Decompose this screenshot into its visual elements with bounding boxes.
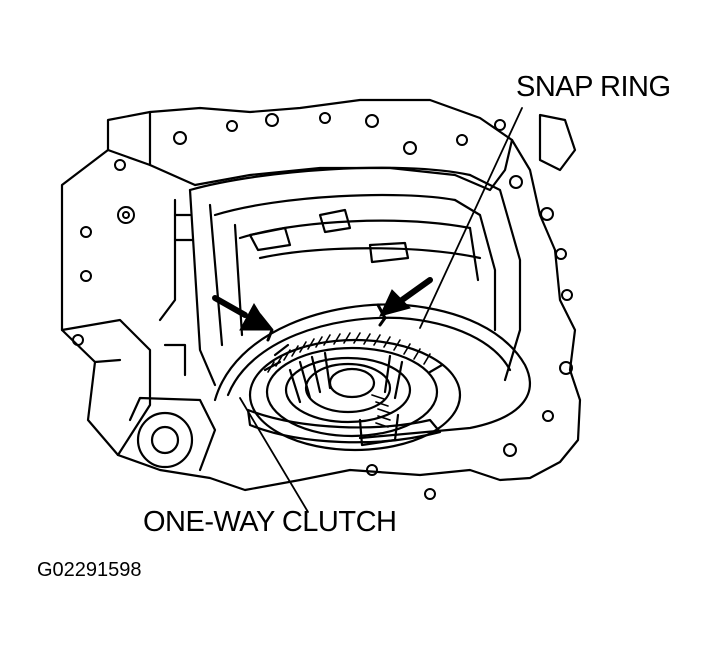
figure-id: G02291598	[37, 559, 142, 581]
clutch-sprag-teeth	[267, 332, 431, 428]
left-arrow-icon	[212, 295, 271, 331]
housing-outline	[60, 98, 582, 492]
drum-cavity	[158, 166, 522, 387]
one-way-clutch-label: ONE-WAY CLUTCH	[143, 506, 397, 538]
right-arrow-icon	[379, 277, 433, 317]
one-way-clutch-leader	[239, 397, 309, 513]
housing-edge	[106, 148, 152, 167]
snap-ring-label: SNAP RING	[516, 71, 671, 103]
bolt-holes	[72, 112, 573, 500]
one-way-clutch	[246, 338, 462, 452]
housing-boss-right	[538, 113, 577, 172]
snap-ring-leader	[419, 107, 523, 329]
housing-left-wall	[60, 318, 152, 457]
snap-ring	[213, 303, 531, 440]
housing-top-flange	[148, 110, 514, 192]
lower-left-boss	[128, 396, 217, 472]
